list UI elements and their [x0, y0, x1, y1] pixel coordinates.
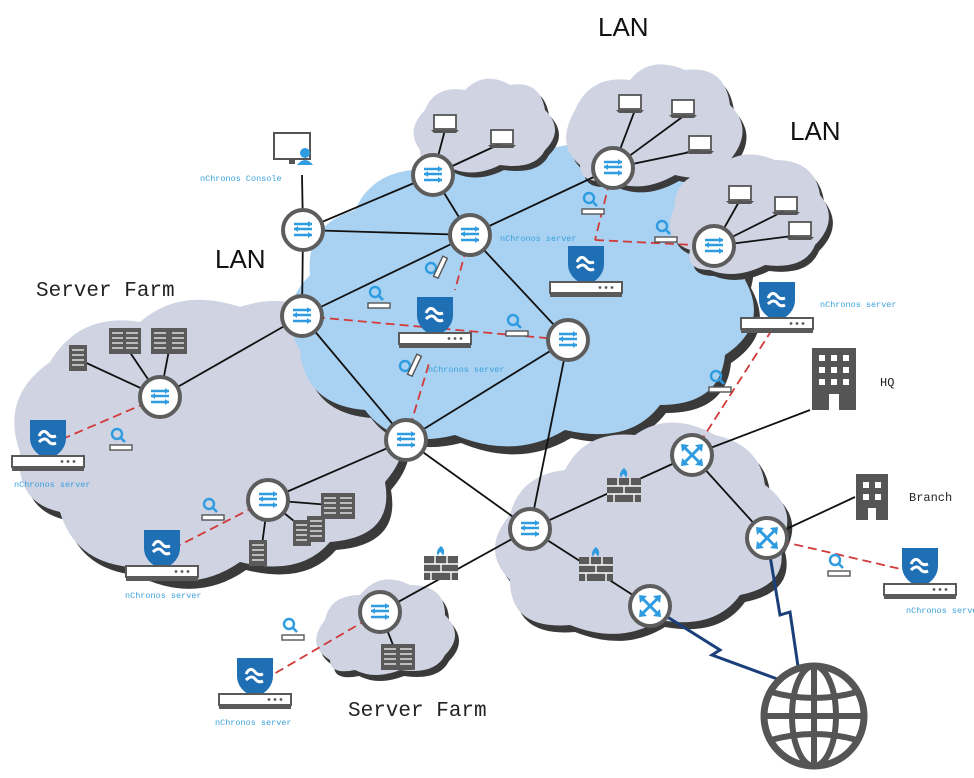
router-icon	[246, 478, 290, 522]
firewall-icon	[423, 545, 459, 581]
label-server-bottom: nChronos server	[215, 718, 292, 728]
label-server-left: nChronos server	[14, 480, 91, 490]
console-icon	[273, 132, 313, 165]
wan-links	[649, 537, 802, 682]
router-icon	[384, 418, 428, 462]
nchronos-appliance-icon	[882, 546, 958, 601]
server-rack-icon	[150, 327, 170, 355]
router-icon	[138, 375, 182, 419]
label-server-farm-bottom: Server Farm	[348, 700, 487, 723]
router-icon	[546, 318, 590, 362]
server-rack-icon	[306, 515, 326, 543]
cloud-lan-top-left	[413, 78, 559, 178]
wan-router-icon	[745, 516, 789, 560]
laptop-icon	[771, 196, 801, 216]
label-server-center-upper: nChronos server	[500, 234, 577, 244]
label-console: nChronos Console	[200, 174, 282, 184]
label-server-farm-left: Server Farm	[36, 280, 175, 303]
wan-router-icon	[628, 584, 672, 628]
server-rack-group-bottom	[380, 643, 416, 671]
router-icon	[692, 224, 736, 268]
router-icon	[448, 213, 492, 257]
server-rack-icon	[68, 344, 88, 372]
label-lan-top: LAN	[598, 12, 649, 42]
building-icon-hq	[812, 348, 856, 410]
label-lan-right: LAN	[790, 116, 841, 146]
server-rack-icon	[336, 492, 356, 520]
cloud-wan	[495, 422, 793, 641]
server-rack-icon	[168, 327, 188, 355]
laptop-icon	[725, 185, 755, 205]
label-lan-left: LAN	[215, 244, 266, 274]
router-icon	[280, 294, 324, 338]
label-server-center-lower: nChronos server	[428, 365, 505, 375]
label-branch: Branch	[909, 491, 952, 505]
laptop-icon	[615, 94, 645, 114]
label-server-right: nChronos server	[820, 300, 897, 310]
laptop-icon	[430, 114, 460, 134]
laptop-icon	[685, 135, 715, 155]
label-server-farm-lower: nChronos server	[125, 591, 202, 601]
router-icon	[508, 507, 552, 551]
building-icon-branch	[856, 474, 888, 520]
server-rack-icon	[380, 643, 400, 671]
router-icon	[358, 590, 402, 634]
laptop-icon	[785, 221, 815, 241]
server-rack-icon	[122, 327, 142, 355]
probe-icon	[280, 617, 306, 642]
router-icon	[411, 153, 455, 197]
globe-icon	[760, 662, 868, 770]
laptop-icon	[487, 129, 517, 149]
router-icon	[591, 146, 635, 190]
server-rack-icon	[320, 492, 340, 520]
router-icon	[281, 208, 325, 252]
wan-router-icon	[670, 433, 714, 477]
nchronos-appliance-icon	[217, 656, 293, 711]
label-server-branch: nChronos serve	[906, 606, 974, 616]
probe-icon	[826, 553, 852, 578]
server-rack-icon	[396, 643, 416, 671]
server-rack-icon	[248, 539, 268, 567]
label-hq: HQ	[880, 376, 894, 390]
laptop-icon	[668, 99, 698, 119]
